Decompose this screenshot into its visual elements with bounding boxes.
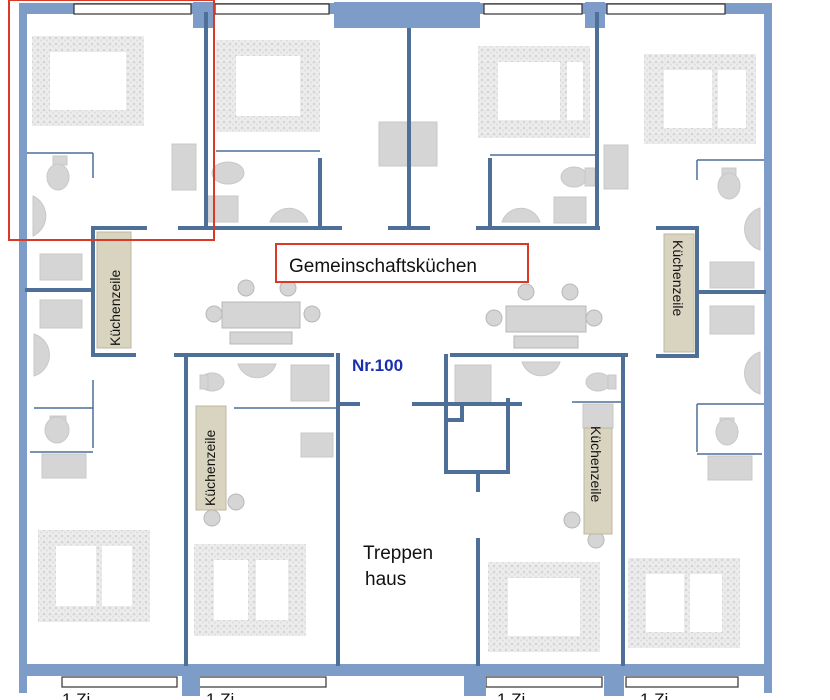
toilet <box>46 155 70 191</box>
bed <box>488 562 600 652</box>
label-kitchenette-center-left: Küchenzeile <box>202 430 218 506</box>
label-common-kitchen: Gemeinschaftsküchen <box>289 256 477 277</box>
shower <box>171 143 197 191</box>
sink <box>501 207 541 223</box>
label-kitchenette-center-right: Küchenzeile <box>588 426 604 502</box>
cabinet <box>707 455 753 481</box>
toilet <box>560 166 596 188</box>
label-kitchenette-right: Küchenzeile <box>670 240 686 316</box>
label-bottom-room-4: 1 Zi <box>640 690 668 700</box>
cabinet <box>709 261 755 289</box>
inner-walls <box>25 12 766 666</box>
bed <box>32 36 144 126</box>
stools <box>203 493 605 549</box>
cabinet <box>207 195 239 223</box>
cabinet <box>39 253 83 281</box>
dining-table-left <box>205 279 321 345</box>
room-highlight-frame <box>8 0 215 241</box>
toilet <box>44 415 70 444</box>
toilet <box>211 161 245 185</box>
beds <box>32 36 756 652</box>
sink <box>33 333 50 377</box>
sink <box>521 361 561 377</box>
sink <box>32 195 47 237</box>
bed <box>628 558 740 648</box>
sink <box>744 207 761 251</box>
sink <box>269 207 309 223</box>
thin-partitions <box>27 150 764 455</box>
sink <box>744 351 761 395</box>
label-unit-number: Nr.100 <box>352 356 403 375</box>
cabinet <box>709 305 755 335</box>
sink <box>237 363 277 379</box>
cabinet <box>553 196 587 224</box>
bed <box>216 40 320 132</box>
bed <box>644 54 756 144</box>
cabinet <box>41 453 87 479</box>
toilet <box>585 372 617 392</box>
toilet <box>199 372 225 392</box>
cabinet <box>290 364 330 402</box>
label-bottom-room-3: 1 Zi <box>497 690 525 700</box>
label-bottom-room-2: 1 Zi <box>206 690 234 700</box>
label-stairs-line2: haus <box>365 569 406 590</box>
toilet <box>717 167 741 200</box>
kitchenette-counters <box>96 231 695 535</box>
label-bottom-room-1: 1 Zi <box>62 690 90 700</box>
label-kitchenette-left: Küchenzeile <box>107 270 123 346</box>
cabinet <box>582 403 614 429</box>
dining-table-right <box>485 283 603 349</box>
label-box-common-kitchen <box>275 243 529 283</box>
fixtures <box>32 121 761 481</box>
bed <box>194 544 306 636</box>
cabinet <box>454 364 492 404</box>
cabinet <box>39 299 83 329</box>
label-stairs-line1: Treppen <box>363 543 433 564</box>
bed <box>38 530 150 622</box>
bed <box>478 46 590 138</box>
toilet <box>715 417 739 446</box>
shower <box>603 144 629 190</box>
cabinet <box>300 432 334 458</box>
